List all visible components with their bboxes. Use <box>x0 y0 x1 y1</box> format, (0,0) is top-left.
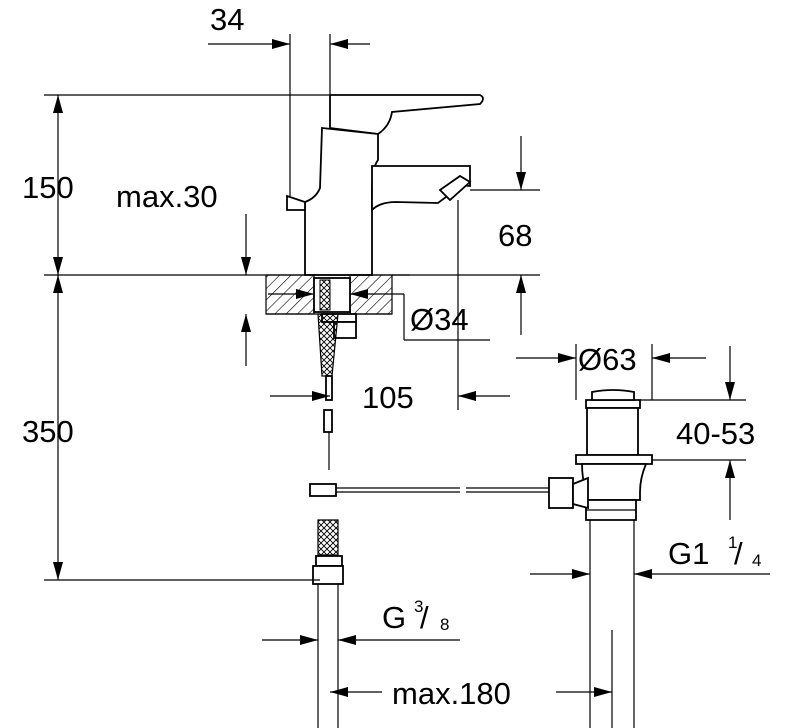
spout-aerator <box>438 174 472 202</box>
dim-spout-offset: 34 <box>208 2 370 198</box>
dim-label-g1-den: 4 <box>752 551 761 570</box>
dim-label-g: G <box>382 600 406 635</box>
dim-centre-distance: max.180 <box>330 630 613 728</box>
dim-label-max180: max.180 <box>392 676 511 711</box>
dim-projection: 105 <box>270 200 510 415</box>
dim-supply-thread: G 3 / 8 <box>262 597 460 645</box>
faucet <box>286 94 484 276</box>
dim-height-upper: 150 <box>22 94 330 275</box>
dim-label-150: 150 <box>22 170 74 205</box>
dim-label-dia34: Ø34 <box>410 302 469 337</box>
dim-hole-diameter: Ø34 <box>268 289 490 341</box>
dim-waste-diameter: Ø63 <box>516 342 706 400</box>
faucet-body <box>304 127 379 276</box>
dim-label-max30: max.30 <box>116 179 218 214</box>
flex-hose-upper <box>317 313 339 470</box>
dim-label-105: 105 <box>362 380 414 415</box>
dim-label-g-slash: / <box>420 600 429 635</box>
dim-label-34: 34 <box>210 2 244 37</box>
popup-linkage <box>309 477 574 509</box>
dim-spout-height: 68 <box>392 136 540 335</box>
dim-label-g1: G1 <box>668 536 709 571</box>
dim-label-g1-slash: / <box>734 536 743 571</box>
deck-section <box>44 274 410 339</box>
dim-label-dia63: Ø63 <box>578 342 637 377</box>
dim-deck-thickness: max.30 <box>116 179 251 366</box>
dim-label-40-53: 40-53 <box>676 416 755 451</box>
dim-label-g-den: 8 <box>440 615 449 634</box>
dim-label-350: 350 <box>22 414 74 449</box>
waste-valve <box>572 389 653 728</box>
popup-rod <box>286 194 306 211</box>
dim-label-g-num: 3 <box>414 597 423 616</box>
dim-label-g1-num: 1 <box>728 533 737 552</box>
dim-waste-thread: G1 1 / 4 <box>530 533 770 579</box>
dim-height-lower: 350 <box>22 275 320 581</box>
flex-hose-lower <box>312 519 344 728</box>
dim-waste-range: 40-53 <box>640 346 755 520</box>
faucet-lever <box>329 94 484 135</box>
dim-label-68: 68 <box>498 218 532 253</box>
